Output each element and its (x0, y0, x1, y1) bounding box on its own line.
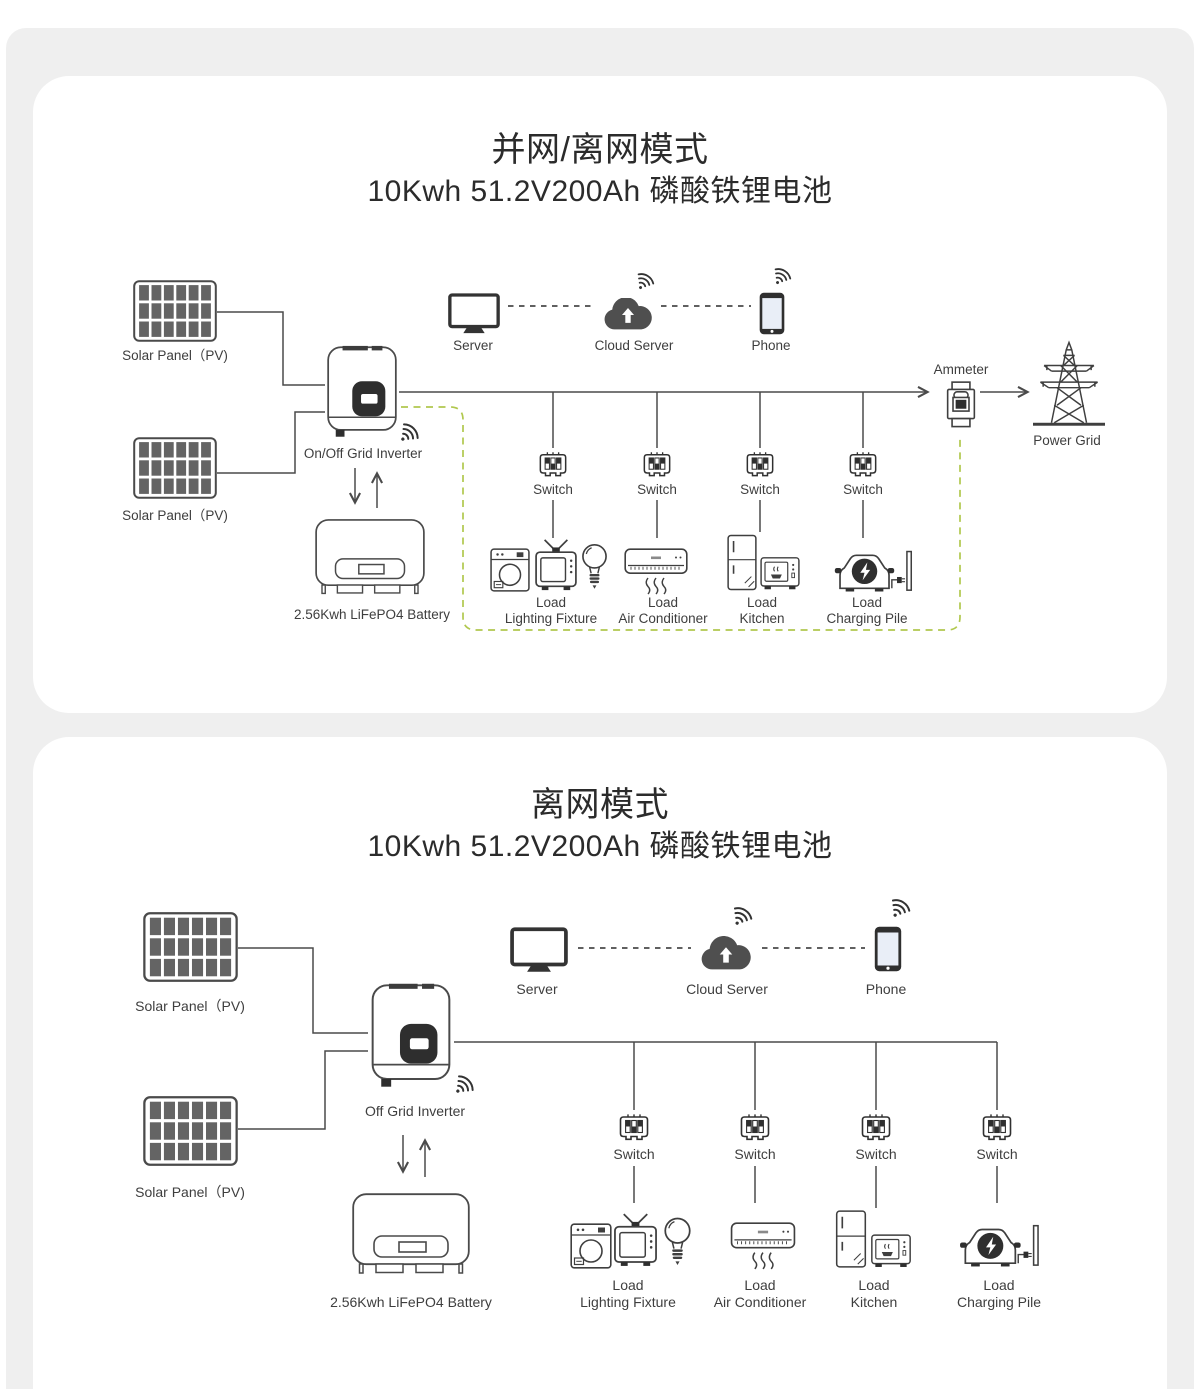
washing-machine-icon (570, 1223, 612, 1269)
backup-loop-dashed (401, 406, 961, 631)
switch-label: Switch (843, 482, 883, 497)
switch-icon (740, 1113, 770, 1141)
tv-icon (614, 1213, 657, 1267)
ev-charging-icon (833, 550, 913, 593)
battery-label: 2.56Kwh LiFePO4 Battery (330, 1294, 492, 1310)
connector-lines (217, 311, 1027, 538)
phone-label: Phone (751, 338, 791, 353)
switch-label: Switch (613, 1146, 655, 1162)
cloud-server-icon (604, 298, 652, 330)
solar-panel-label: Solar Panel（PV) (135, 998, 245, 1014)
switch-icon (982, 1113, 1012, 1141)
off-grid-mode-title: 离网模式 (531, 786, 669, 824)
wifi-icon (631, 270, 657, 295)
fridge-icon (727, 534, 757, 591)
phone-label: Phone (865, 981, 907, 997)
solar-panel-label: Solar Panel（PV) (135, 1184, 245, 1200)
wifi-icon (727, 904, 755, 931)
server-icon (448, 293, 500, 335)
light-bulb-icon (581, 543, 608, 590)
microwave-icon (760, 557, 800, 591)
washing-machine-icon (490, 548, 530, 592)
switch-label: Switch (734, 1146, 776, 1162)
switch-label: Switch (976, 1146, 1018, 1162)
solar-panel-icon (143, 912, 238, 982)
connector-lines (238, 947, 998, 1208)
ammeter-label: Ammeter (933, 362, 989, 377)
wifi-icon (393, 420, 422, 449)
cloud-server-label: Cloud Server (594, 338, 674, 353)
off-grid-mode-subtitle: 10Kwh 51.2V200Ah 磷酸铁锂电池 (367, 830, 833, 863)
solar-panel-icon (133, 280, 217, 342)
battery-label: 2.56Kwh LiFePO4 Battery (293, 607, 451, 622)
battery-icon (352, 1193, 470, 1274)
off-grid-mode-diagram (143, 896, 1039, 1274)
light-bulb-icon (664, 1217, 691, 1267)
tv-icon (535, 538, 577, 591)
solar-panel-label: Solar Panel（PV) (122, 508, 228, 523)
server-label: Server (516, 981, 558, 997)
grid-mode-title: 并网/离网模式 (491, 131, 709, 169)
solar-panel-icon (143, 1096, 238, 1166)
switch-label: Switch (855, 1146, 897, 1162)
switch-icon (539, 451, 567, 477)
wifi-icon (448, 1072, 477, 1101)
cloud-server-icon (701, 936, 751, 970)
off-grid-mode-card: 离网模式 10Kwh 51.2V200Ah 磷酸铁锂电池 (33, 737, 1167, 1389)
phone-icon (874, 926, 902, 972)
power-grid-icon (1033, 341, 1105, 427)
inverter-label: On/Off Grid Inverter (303, 446, 423, 461)
server-icon (510, 927, 568, 974)
phone-icon (759, 292, 785, 335)
server-label: Server (453, 338, 493, 353)
grid-mode-subtitle: 10Kwh 51.2V200Ah 磷酸铁锂电池 (367, 175, 833, 208)
power-grid-label: Power Grid (1033, 433, 1101, 448)
cloud-server-label: Cloud Server (686, 981, 768, 997)
switch-icon (619, 1113, 649, 1141)
wifi-icon (768, 265, 794, 290)
switch-icon (849, 451, 877, 477)
inverter-label: Off Grid Inverter (364, 1103, 466, 1119)
solar-panel-label: Solar Panel（PV) (122, 348, 228, 363)
battery-icon (315, 519, 425, 595)
switch-icon (861, 1113, 891, 1141)
ammeter-icon (946, 381, 976, 428)
switch-label: Switch (637, 482, 677, 497)
inverter-icon (371, 982, 451, 1088)
switch-label: Switch (740, 482, 780, 497)
microwave-icon (871, 1234, 911, 1268)
grid-mode-diagram (133, 265, 1105, 631)
air-conditioner-icon (730, 1222, 796, 1270)
inverter-icon (327, 345, 397, 438)
grid-mode-card: 并网/离网模式 10Kwh 51.2V200Ah 磷酸铁锂电池 (33, 76, 1167, 713)
ev-charging-icon (959, 1224, 1039, 1268)
air-conditioner-icon (624, 548, 688, 595)
switch-icon (746, 451, 774, 477)
wifi-icon (885, 896, 913, 923)
switch-icon (643, 451, 671, 477)
fridge-icon (835, 1210, 867, 1268)
solar-panel-icon (133, 437, 217, 499)
switch-label: Switch (533, 482, 573, 497)
